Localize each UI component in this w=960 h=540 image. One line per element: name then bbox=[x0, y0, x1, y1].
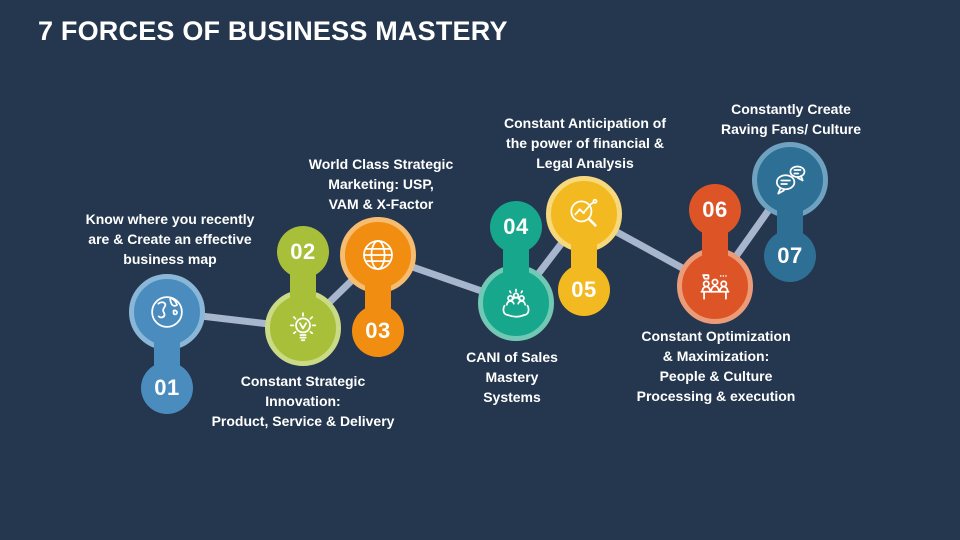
node-label-02: Constant Strategic Innovation: Product, … bbox=[211, 373, 395, 429]
node-icon-circle bbox=[265, 290, 341, 366]
node-number: 03 bbox=[352, 305, 404, 357]
lightbulb-icon bbox=[289, 312, 317, 342]
hands-holding-team-icon bbox=[502, 288, 530, 318]
wireframe-globe-icon bbox=[363, 240, 393, 270]
node-number: 06 bbox=[689, 184, 741, 236]
node-number: 05 bbox=[558, 264, 610, 316]
node-number: 02 bbox=[277, 226, 329, 278]
node-label-05: Constant Anticipation of the power of fi… bbox=[503, 115, 667, 171]
node-label-07: Constantly Create Raving Fans/ Culture bbox=[720, 101, 862, 137]
node-number: 07 bbox=[764, 230, 816, 282]
slide-title: 7 FORCES OF BUSINESS MASTERY bbox=[38, 16, 508, 46]
node-number: 01 bbox=[141, 362, 193, 414]
node-label-03: World Class Strategic Marketing: USP, VA… bbox=[308, 156, 454, 212]
team-meeting-icon bbox=[700, 274, 730, 300]
magnifier-chart-icon bbox=[570, 198, 598, 227]
node-label-01: Know where you recently are & Create an … bbox=[85, 211, 255, 267]
chat-bubbles-icon bbox=[776, 165, 806, 195]
node-number: 04 bbox=[490, 201, 542, 253]
node-label-04: CANI of Sales Mastery Systems bbox=[466, 349, 558, 405]
globe-earth-icon bbox=[151, 296, 183, 328]
node-label-06: Constant Optimization & Maximization: Pe… bbox=[636, 328, 796, 404]
